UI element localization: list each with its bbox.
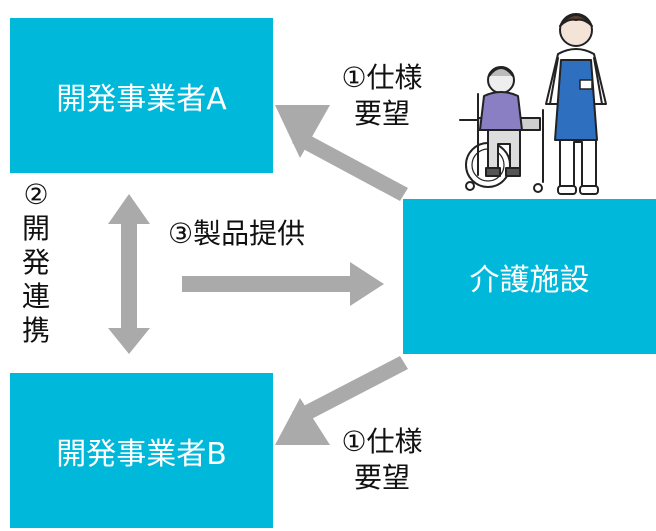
- label-dev-collaboration: ② 開 発 連 携: [18, 178, 54, 348]
- caregiver-with-elderly-wheelchair-icon: [459, 13, 607, 195]
- node-developer-b: 開発事業者B: [10, 373, 273, 528]
- label-spec-request-top-line1: ①仕様: [341, 61, 423, 94]
- node-developer-a: 開発事業者A: [10, 18, 273, 173]
- arrow-facility-to-a: [275, 105, 408, 201]
- label-spec-request-bottom: ①仕様 要望: [312, 424, 452, 496]
- label-dev-collaboration-char: 連: [21, 280, 50, 313]
- arrow-facility-to-b: [275, 356, 408, 445]
- node-care-facility: 介護施設: [403, 199, 656, 354]
- label-dev-collaboration-char: ②: [23, 178, 49, 211]
- label-spec-request-bottom-line1: ①仕様: [341, 425, 423, 458]
- label-dev-collaboration-char: 携: [21, 314, 50, 347]
- label-spec-request-top: ①仕様 要望: [312, 60, 452, 132]
- label-spec-request-top-line2: 要望: [353, 97, 410, 130]
- node-care-facility-label: 介護施設: [469, 262, 590, 298]
- label-dev-collaboration-char: 発: [21, 246, 50, 279]
- arrow-product-to-facility: [182, 262, 384, 306]
- label-spec-request-bottom-line2: 要望: [353, 461, 410, 494]
- label-dev-collaboration-char: 開: [21, 212, 50, 245]
- arrow-a-b-bidirectional: [108, 194, 150, 354]
- node-developer-a-label: 開発事業者A: [56, 81, 227, 117]
- node-developer-b-label: 開発事業者B: [56, 436, 227, 472]
- label-product-provision: ③製品提供: [168, 217, 306, 250]
